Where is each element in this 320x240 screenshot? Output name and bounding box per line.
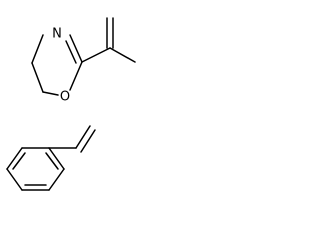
nitrogen-atom-label: N	[52, 27, 62, 42]
bond-c2-n-b	[65, 40, 77, 64]
ring-bond-2	[48, 147, 65, 170]
styrene-molecule	[6, 125, 96, 191]
bond-o-c2	[69, 61, 83, 91]
bond-c2-n-a	[69, 34, 83, 63]
oxazoline-molecule: N O	[31, 17, 136, 105]
ring-bond-3	[48, 168, 65, 191]
bond-c2-csub	[81, 47, 111, 63]
bond-n-c4	[31, 34, 44, 64]
chemical-structure-canvas: N O	[0, 0, 146, 220]
bond-vinyl-double-b	[80, 129, 96, 153]
ring-inner-bond-right	[45, 152, 59, 170]
ring-inner-bond-left	[12, 152, 26, 170]
ring-bond-5	[6, 168, 23, 191]
bond-csub-methyl	[109, 47, 136, 63]
bond-c5-o	[42, 91, 59, 96]
structure-diagram: N O	[6, 17, 136, 191]
bond-vinyl-double-a	[75, 125, 91, 149]
bond-c4-c5	[31, 62, 44, 93]
oxygen-atom-label: O	[60, 90, 70, 105]
ring-bond-6	[6, 147, 23, 170]
